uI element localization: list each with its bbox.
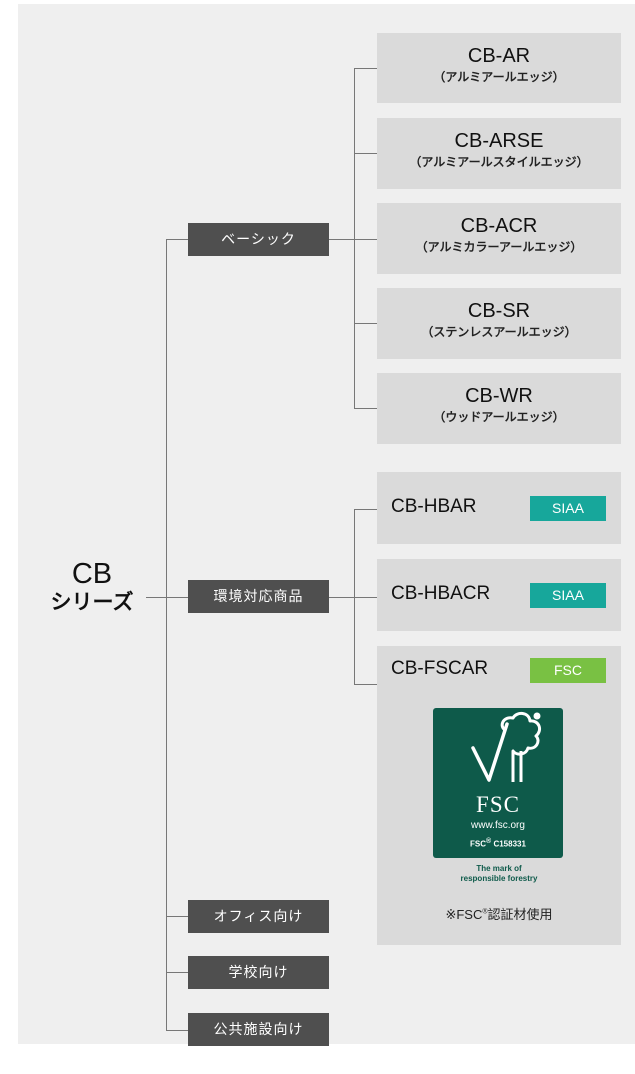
connector-cb-arse	[354, 153, 377, 154]
product-code: CB-AR	[467, 45, 531, 67]
registered-mark-icon: ®	[482, 908, 488, 916]
fsc-logo-license: FSC® C158331	[433, 838, 563, 849]
fsc-logo: FSC www.fsc.org FSC® C158331	[433, 708, 563, 858]
product-code: CB-SR	[467, 300, 531, 322]
product-code: CB-WR	[465, 385, 533, 407]
product-subtitle: （アルミカラーアールエッジ）	[415, 240, 583, 254]
fsc-license-prefix: FSC	[470, 839, 487, 849]
connector-school	[166, 972, 188, 973]
product-code: CB-ACR	[460, 215, 538, 237]
connector-public	[166, 1030, 188, 1031]
category-school: 学校向け	[188, 956, 329, 989]
connector-cb-wr	[354, 408, 377, 409]
product-cb-arse: CB-ARSE （アルミアールスタイルエッジ）	[377, 118, 621, 189]
connector-trunk	[166, 239, 167, 1030]
product-subtitle: （アルミアールスタイルエッジ）	[409, 155, 589, 169]
fsc-badge: FSC	[530, 658, 606, 683]
product-cb-hbar: CB-HBAR SIAA	[377, 472, 621, 544]
connector-office	[166, 916, 188, 917]
connector-eco-out	[329, 597, 354, 598]
connector-cb-ar	[354, 68, 377, 69]
product-code: CB-HBAR	[391, 496, 477, 517]
category-basic: ベーシック	[188, 223, 329, 256]
connector-eco-branch	[354, 509, 355, 684]
product-subtitle: （ステンレスアールエッジ）	[421, 325, 577, 339]
product-code: CB-ARSE	[454, 130, 544, 152]
fsc-tagline-line2: responsible forestry	[460, 874, 538, 883]
siaa-badge: SIAA	[530, 583, 606, 608]
product-subtitle: （アルミアールエッジ）	[433, 70, 565, 84]
product-code: CB-FSCAR	[391, 658, 489, 679]
product-subtitle: （ウッドアールエッジ）	[433, 410, 565, 424]
category-office: オフィス向け	[188, 900, 329, 933]
product-cb-ar: CB-AR （アルミアールエッジ）	[377, 33, 621, 103]
product-cb-acr: CB-ACR （アルミカラーアールエッジ）	[377, 203, 621, 274]
fsc-tree-checkmark-icon	[471, 712, 542, 782]
connector-root	[146, 597, 166, 598]
product-cb-fscar: CB-FSCAR FSC FSC www.fsc.org FSC® C15833…	[377, 646, 621, 945]
fsc-logo-word: FSC	[476, 792, 520, 817]
fsc-tagline: The mark of responsible forestry	[377, 864, 621, 884]
product-cb-sr: CB-SR （ステンレスアールエッジ）	[377, 288, 621, 359]
connector-basic	[166, 239, 188, 240]
fsc-note: ※FSC®認証材使用	[377, 904, 621, 923]
connector-cb-hbar	[354, 509, 377, 510]
series-root: CB シリーズ	[38, 558, 146, 616]
fsc-tagline-line1: The mark of	[476, 864, 522, 873]
series-name: シリーズ	[50, 591, 134, 614]
category-public: 公共施設向け	[188, 1013, 329, 1046]
registered-mark-icon: ®	[486, 838, 492, 845]
connector-cb-fscar	[354, 684, 377, 685]
fsc-note-suffix: 認証材使用	[487, 907, 553, 922]
connector-cb-sr	[354, 323, 377, 324]
connector-cb-acr	[354, 239, 377, 240]
series-code: CB	[71, 558, 113, 590]
fsc-license-number: C158331	[493, 839, 526, 849]
product-cb-hbacr: CB-HBACR SIAA	[377, 559, 621, 631]
connector-basic-out	[329, 239, 354, 240]
product-cb-wr: CB-WR （ウッドアールエッジ）	[377, 373, 621, 444]
fsc-note-prefix: ※FSC	[445, 907, 483, 922]
category-eco: 環境対応商品	[188, 580, 329, 613]
connector-basic-branch	[354, 68, 355, 408]
product-code: CB-HBACR	[391, 583, 491, 604]
connector-eco	[166, 597, 188, 598]
connector-cb-hbacr	[354, 597, 377, 598]
fsc-logo-url: www.fsc.org	[471, 820, 525, 831]
siaa-badge: SIAA	[530, 496, 606, 521]
